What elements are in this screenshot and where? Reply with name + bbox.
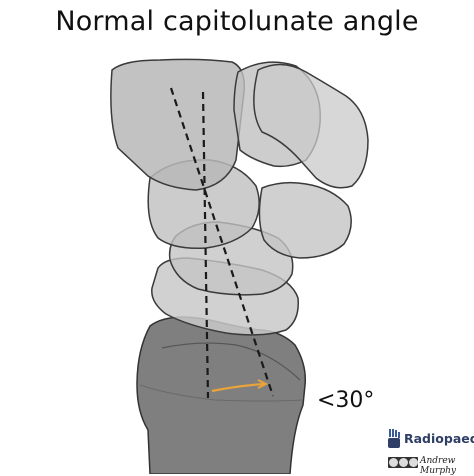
radius-volar-lip <box>139 384 304 402</box>
metacarpal-base-left <box>110 58 245 191</box>
author-signature: Andrew Murphy <box>420 456 456 476</box>
angle-arc-arrowhead <box>257 379 269 389</box>
radiopaedia-logo-text: Radiopaedia <box>404 431 474 446</box>
angle-arc <box>211 382 265 393</box>
radiopaedia-hand-icon <box>388 429 400 448</box>
cc-license-icon <box>388 457 418 468</box>
capitate-axis-line <box>169 87 275 397</box>
radiopaedia-logo: Radiopaedia Andrew Murphy <box>386 428 474 476</box>
lunate-axis-line <box>201 91 210 399</box>
radius-bone <box>136 316 307 474</box>
hamate-bone <box>258 181 352 259</box>
angle-label: <30° <box>317 388 375 413</box>
hamate-hook <box>253 63 369 189</box>
radius-articular-rim <box>161 342 301 381</box>
diagram-title: Normal capitolunate angle <box>55 6 419 37</box>
